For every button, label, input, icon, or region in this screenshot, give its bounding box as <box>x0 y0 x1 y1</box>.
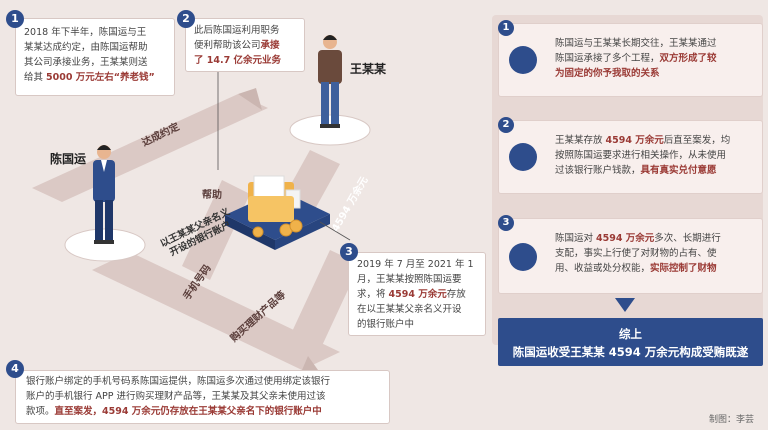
text-line: 款项。直至案发，4594 万余元仍存放在王某某父亲名下的银行账户中 <box>26 404 385 419</box>
chen-person-icon <box>93 145 115 244</box>
text-span: 2018 年下半年，陈国运与王 <box>24 27 147 38</box>
text-line: 其公司承接业务，王某某则送 <box>24 55 170 70</box>
text-line: 在以王某某父亲名义开设 <box>357 302 481 317</box>
reason-1-badge: 1 <box>498 20 514 36</box>
step3-badge: 3 <box>340 243 358 261</box>
folder-icon <box>248 175 303 238</box>
text-span: 存放 <box>446 289 466 300</box>
highlight-text: 直至案发，4594 万余元仍存放在王某某父亲名下的银行账户中 <box>54 406 322 417</box>
text-line: 用、收益或处分权能，实际控制了财物 <box>555 261 756 276</box>
down-arrow-icon <box>615 298 635 312</box>
reason-3-badge: 3 <box>498 215 514 231</box>
text-line: 支配，事实上行使了对财物的占有、使 <box>555 246 756 261</box>
highlight-text: 4594 万余元 <box>605 135 664 146</box>
text-line: 求，将 4594 万余元存放 <box>357 287 481 302</box>
step2-text: 此后陈国运利用职务便利帮助该公司承接了 14.7 亿余元业务 <box>194 23 300 68</box>
text-line: 陈国运承接了多个工程，双方形成了较 <box>555 51 756 66</box>
text-span: 按照陈国运要求进行相关操作，从未使用 <box>555 150 727 161</box>
reason-3-text: 陈国运对 4594 万余元多次、长期进行支配，事实上行使了对财物的占有、使用、收… <box>555 231 756 276</box>
highlight-text: 实际控制了财物 <box>650 263 717 274</box>
highlight-text: 4594 万余元 <box>388 289 447 300</box>
conclusion-box: 综上 陈国运收受王某某 4594 万余元构成受贿既遂 <box>498 318 763 366</box>
flow-bands <box>32 94 360 370</box>
conclusion-title: 综上 <box>619 327 642 341</box>
text-span: 在以王某某父亲名义开设 <box>357 304 462 315</box>
step2-badge: 2 <box>177 10 195 28</box>
text-span: 给其 <box>24 72 47 83</box>
text-line: 陈国运与王某某长期交往，王某某通过 <box>555 36 756 51</box>
text-span: 2019 年 7 月至 2021 年 1 <box>357 259 474 270</box>
flow-help-label: 帮助 <box>202 190 222 201</box>
text-line: 银行账户绑定的手机号码系陈国运提供，陈国运多次通过使用绑定该银行 <box>26 374 385 389</box>
step4-badge: 4 <box>6 360 24 378</box>
text-line: 月，王某某按照陈国运要 <box>357 272 481 287</box>
step1-box: 2018 年下半年，陈国运与王某某达成约定，由陈国运帮助其公司承接业务，王某某则… <box>15 18 175 96</box>
text-line: 某某达成约定，由陈国运帮助 <box>24 40 170 55</box>
text-span: 此后陈国运利用职务 <box>194 25 280 36</box>
text-span: 其公司承接业务，王某某则送 <box>24 57 148 68</box>
step2-box: 此后陈国运利用职务便利帮助该公司承接了 14.7 亿余元业务 <box>185 18 305 72</box>
text-line: 账户的手机银行 APP 进行购买理财产品等，王某某及其父亲未使用过该 <box>26 389 385 404</box>
text-span: 王某某存放 <box>555 135 606 146</box>
highlight-text: 5000 万元左右“养老钱” <box>46 72 155 83</box>
text-line: 2018 年下半年，陈国运与王 <box>24 25 170 40</box>
reason-2-text: 王某某存放 4594 万余元后直至案发，均按照陈国运要求进行相关操作，从未使用过… <box>555 133 756 178</box>
text-span: 某某达成约定，由陈国运帮助 <box>24 42 148 53</box>
wang-name: 王某某 <box>350 62 387 76</box>
text-span: 用、收益或处分权能， <box>555 263 651 274</box>
text-line: 此后陈国运利用职务 <box>194 23 300 38</box>
text-line: 便利帮助该公司承接 <box>194 38 300 53</box>
reason-card-1: 陈国运与王某某长期交往，王某某通过陈国运承接了多个工程，双方形成了较为固定的你予… <box>498 23 763 97</box>
highlight-text: 了 14.7 亿余元业务 <box>194 55 282 66</box>
text-span: 款项。 <box>26 406 55 417</box>
text-span: 的银行账户中 <box>357 319 415 330</box>
text-line: 2019 年 7 月至 2021 年 1 <box>357 257 481 272</box>
highlight-text: 4594 万余元 <box>596 233 655 244</box>
phone-money-icon <box>509 243 537 271</box>
handshake-icon <box>509 46 537 74</box>
highlight-text: 为固定的你予我取的关系 <box>555 68 660 79</box>
text-span: 账户的手机银行 APP 进行购买理财产品等，王某某及其父亲未使用过该 <box>26 391 326 402</box>
wang-platform <box>289 114 371 146</box>
hand-card-icon <box>509 143 537 171</box>
text-span: 后直至案发，均 <box>663 135 731 146</box>
step1-text: 2018 年下半年，陈国运与王某某达成约定，由陈国运帮助其公司承接业务，王某某则… <box>24 25 170 85</box>
step1-badge: 1 <box>6 10 24 28</box>
reason-1-text: 陈国运与王某某长期交往，王某某通过陈国运承接了多个工程，双方形成了较为固定的你予… <box>555 36 756 81</box>
wang-person-icon <box>318 35 342 128</box>
text-line: 按照陈国运要求进行相关操作，从未使用 <box>555 148 756 163</box>
text-line: 陈国运对 4594 万余元多次、长期进行 <box>555 231 756 246</box>
highlight-text: 双方形成了较 <box>659 53 717 64</box>
reason-card-2: 王某某存放 4594 万余元后直至案发，均按照陈国运要求进行相关操作，从未使用过… <box>498 120 763 194</box>
text-span: 便利帮助该公司 <box>194 40 261 51</box>
text-line: 王某某存放 4594 万余元后直至案发，均 <box>555 133 756 148</box>
text-line: 了 14.7 亿余元业务 <box>194 53 300 68</box>
text-span: 过该银行账户钱款， <box>555 165 641 176</box>
text-span: 陈国运与王某某长期交往，王某某通过 <box>555 38 717 49</box>
text-span: 银行账户绑定的手机号码系陈国运提供，陈国运多次通过使用绑定该银行 <box>26 376 331 387</box>
step4-box: 银行账户绑定的手机号码系陈国运提供，陈国运多次通过使用绑定该银行账户的手机银行 … <box>15 370 390 424</box>
highlight-text: 承接 <box>260 40 280 51</box>
reason-card-3: 陈国运对 4594 万余元多次、长期进行支配，事实上行使了对财物的占有、使用、收… <box>498 218 763 294</box>
text-line: 的银行账户中 <box>357 317 481 332</box>
text-line: 过该银行账户钱款，具有真实兑付意愿 <box>555 163 756 178</box>
text-line: 为固定的你予我取的关系 <box>555 66 756 81</box>
text-span: 求，将 <box>357 289 389 300</box>
reason-2-badge: 2 <box>498 117 514 133</box>
text-span: 陈国运对 <box>555 233 597 244</box>
box3-pointer <box>319 221 351 241</box>
chen-name: 陈国运 <box>50 152 87 166</box>
highlight-text: 具有真实兑付意愿 <box>640 165 717 176</box>
credit: 制图：李芸 <box>708 415 754 425</box>
text-span: 多次、长期进行 <box>654 233 721 244</box>
text-line: 给其 5000 万元左右“养老钱” <box>24 70 170 85</box>
step4-text: 银行账户绑定的手机号码系陈国运提供，陈国运多次通过使用绑定该银行账户的手机银行 … <box>26 374 385 419</box>
conclusion-text: 陈国运收受王某某 4594 万余元构成受贿既遂 <box>512 345 749 359</box>
text-span: 陈国运承接了多个工程， <box>555 53 660 64</box>
text-span: 支配，事实上行使了对财物的占有、使 <box>555 248 717 259</box>
text-span: 月，王某某按照陈国运要 <box>357 274 462 285</box>
